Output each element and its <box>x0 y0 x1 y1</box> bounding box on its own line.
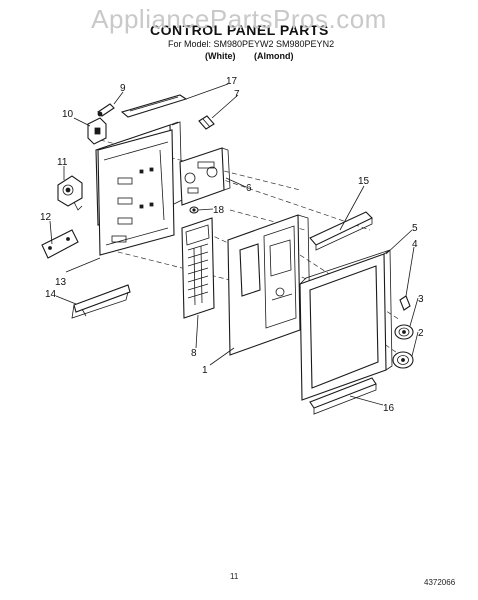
callout-3: 3 <box>418 294 424 305</box>
variant-white: (White) <box>205 51 236 61</box>
callout-13: 13 <box>55 277 67 288</box>
callout-5: 5 <box>412 223 418 234</box>
callout-11: 11 <box>57 157 68 168</box>
part-17-strip <box>120 94 188 118</box>
part-5-trim-frame <box>299 249 393 401</box>
callout-10: 10 <box>62 109 74 120</box>
variant-almond: (Almond) <box>254 51 294 61</box>
part-2-knob <box>392 351 414 369</box>
part-9-pin <box>97 103 115 117</box>
model-line: For Model: SM980PEYW2 SM980PEYN2 <box>168 39 335 49</box>
callout-labels: 1 2 3 4 5 6 7 8 9 10 11 12 13 14 15 16 1… <box>40 76 424 414</box>
callout-14: 14 <box>45 289 57 300</box>
callout-17: 17 <box>226 76 238 87</box>
callout-16: 16 <box>383 403 395 414</box>
callout-2: 2 <box>418 328 424 339</box>
part-1-door-panel <box>227 214 311 356</box>
part-10-bracket <box>87 117 107 145</box>
part-8-keypad <box>181 217 215 319</box>
part-11-clamp <box>57 175 83 211</box>
part-15-top-strip <box>309 211 373 251</box>
part-4-post <box>399 295 411 311</box>
part-7-clip <box>198 115 215 130</box>
part-12-plate <box>41 229 79 259</box>
document-number: 4372066 <box>424 578 456 587</box>
callout-4: 4 <box>412 239 418 250</box>
page-number: 11 <box>230 572 239 581</box>
part-6-control-module <box>179 147 231 206</box>
part-16-bottom-strip <box>309 377 377 415</box>
part-13-panel-board <box>97 129 175 256</box>
variant-labels: (White) (Almond) <box>205 51 310 61</box>
callout-7: 7 <box>234 89 240 100</box>
callout-6: 6 <box>246 183 252 194</box>
callout-15: 15 <box>358 176 370 187</box>
part-18-washer <box>189 206 199 214</box>
part-3-knob <box>394 324 414 340</box>
callout-1: 1 <box>202 365 208 376</box>
callout-leader-lines <box>49 83 419 406</box>
page-title: CONTROL PANEL PARTS <box>150 22 329 38</box>
callout-12: 12 <box>40 212 52 223</box>
callout-9: 9 <box>120 83 126 94</box>
callout-18: 18 <box>213 205 225 216</box>
part-14-base-rail <box>71 284 131 319</box>
callout-8: 8 <box>191 348 197 359</box>
